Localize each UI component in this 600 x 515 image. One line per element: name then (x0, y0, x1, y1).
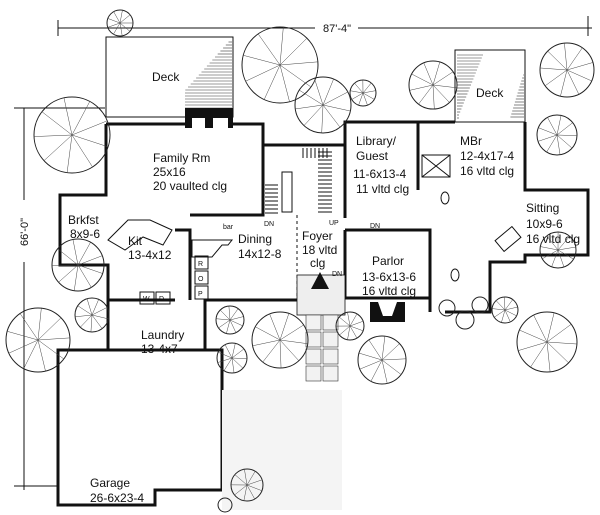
tree-icon (215, 305, 245, 335)
tree-icon (455, 310, 475, 330)
pantry-label: P (198, 291, 203, 298)
deck-left-label: Deck (152, 70, 180, 84)
bar-label: bar (223, 224, 234, 231)
laundry-name: Laundry (141, 328, 184, 342)
tree-icon (408, 60, 458, 110)
family-room-size: 25x16 (153, 165, 186, 179)
parlor-size: 13-6x13-6 (362, 270, 416, 284)
bath-fixtures (421, 154, 522, 282)
parlor-ceiling: 16 vltd clg (362, 284, 416, 298)
mbr-ceiling: 16 vltd clg (460, 164, 514, 178)
tree-icon (349, 79, 377, 107)
exterior-walls (56, 120, 590, 507)
sitting-ceiling: 16 vltd clg (526, 232, 580, 246)
deck-left (105, 36, 234, 118)
stair-down-label: DN (264, 221, 274, 228)
mbr-size: 12-4x17-4 (460, 149, 514, 163)
foyer-ceiling: 18 vltd (302, 243, 337, 257)
library-name: Library/ (356, 134, 397, 148)
fireplace-parlor (370, 302, 405, 322)
tree-icon (516, 311, 578, 373)
tree-icon (251, 311, 309, 369)
tree-icon (438, 299, 456, 317)
family-room-name: Family Rm (153, 151, 210, 165)
tree-icon (74, 297, 110, 333)
tree-icon (217, 497, 233, 513)
interior-walls-2 (343, 122, 432, 312)
garage-size: 26-6x23-4 (90, 491, 144, 505)
stair-down-label-2: DN (370, 223, 380, 230)
deck-right (454, 49, 526, 123)
tree-icon (216, 342, 248, 374)
foyer-ceiling-2: clg (310, 256, 325, 270)
laundry-size: 13-4x7 (141, 342, 178, 356)
washer-dryer: W D (139, 291, 171, 305)
pantry-closets: R O P (194, 255, 209, 300)
refrigerator-label: R (198, 261, 203, 268)
tree-icon (51, 238, 105, 292)
driveway (222, 390, 342, 510)
library-size: 11-6x13-4 (353, 167, 406, 181)
foyer-down-label: DN (332, 271, 342, 278)
landscaping-trees (5, 9, 595, 513)
width-dimension-label: 87'-4" (323, 23, 351, 35)
tree-icon (471, 296, 489, 314)
oven-label: O (198, 276, 204, 283)
deck-right-label: Deck (476, 86, 504, 100)
kitchen-size: 13-4x12 (128, 248, 172, 262)
bar-counter (191, 239, 234, 258)
library-name-2: Guest (356, 149, 389, 163)
family-room-ceiling: 20 vaulted clg (153, 179, 227, 193)
dryer-label: D (159, 296, 164, 303)
dining-size: 14x12-8 (238, 247, 282, 261)
dimension-depth: 66'-0" (14, 107, 105, 490)
tree-icon (106, 9, 134, 37)
tree-icon (5, 307, 71, 373)
garage-name: Garage (90, 476, 130, 490)
dimension-width: 87'-4" (57, 16, 592, 36)
entry-arrow-icon (311, 272, 329, 289)
depth-dimension-label: 66'-0" (19, 218, 31, 246)
tree-icon (33, 96, 111, 174)
stairs (265, 148, 332, 214)
tree-icon (230, 468, 264, 502)
kitchen-name: Kit (128, 234, 143, 248)
tree-icon (335, 311, 365, 341)
brkfst-size: 8x9-6 (70, 227, 100, 241)
tree-icon (539, 42, 595, 98)
sitting-size: 10x9-6 (526, 217, 563, 231)
dining-name: Dining (238, 232, 272, 246)
tree-icon (241, 26, 319, 104)
tree-icon (539, 231, 577, 269)
tree-icon (536, 114, 578, 156)
sitting-name: Sitting (526, 201, 559, 215)
interior-walls (175, 145, 265, 300)
interior-walls-3 (108, 298, 345, 352)
tree-icon (491, 296, 519, 324)
kitchen-counter (107, 219, 173, 251)
mbr-name: MBr (460, 134, 482, 148)
library-ceiling: 11 vltd clg (356, 182, 409, 196)
brkfst-name: Brkfst (68, 213, 99, 227)
washer-label: W (143, 296, 150, 303)
tree-icon (294, 76, 352, 134)
fireplace-family (185, 108, 233, 128)
parlor-name: Parlor (372, 254, 404, 268)
foyer-name: Foyer (302, 229, 333, 243)
stair-up-label: UP (329, 220, 339, 227)
tree-icon (357, 335, 407, 385)
front-walk (305, 314, 339, 382)
